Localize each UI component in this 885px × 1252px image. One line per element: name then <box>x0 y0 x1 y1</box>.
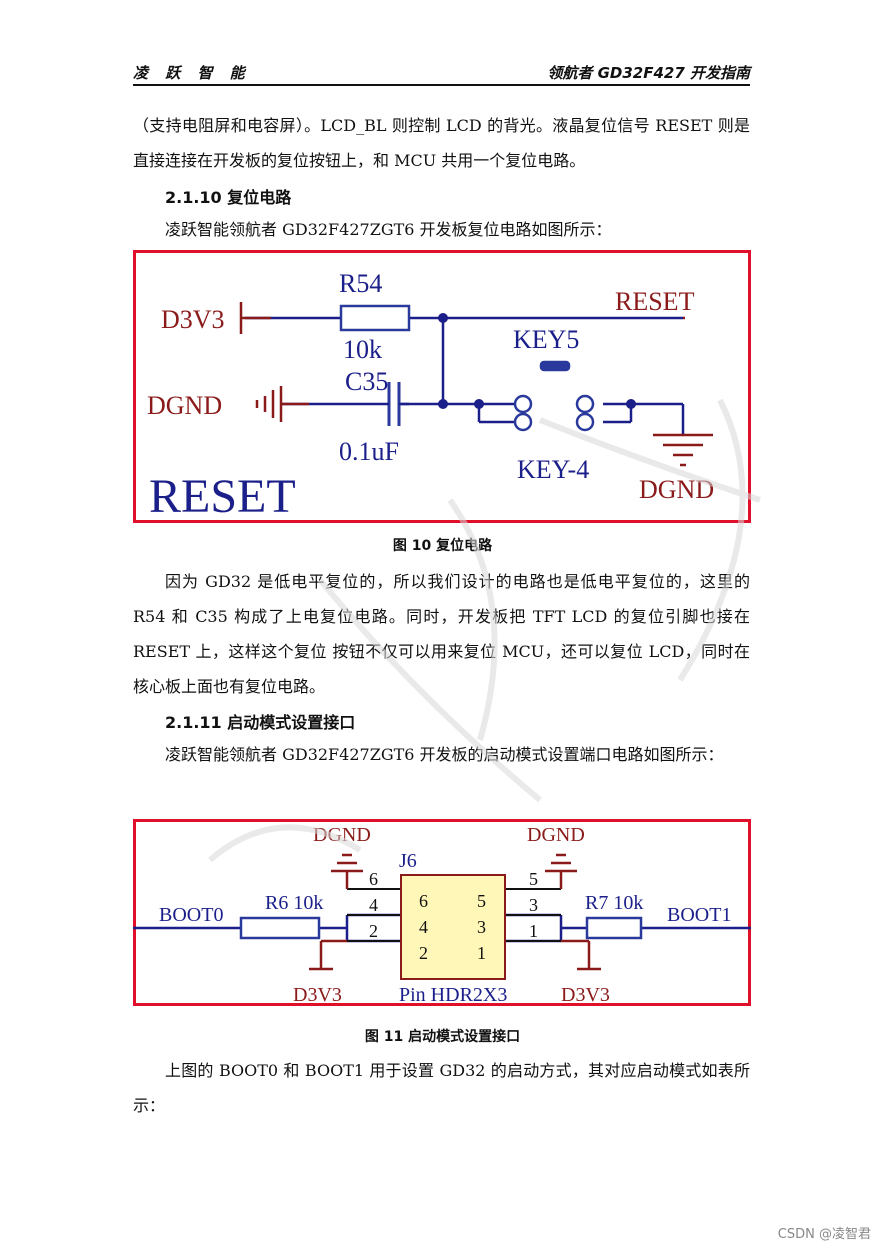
paragraph-reset-explanation: 因为 GD32 是低电平复位的，所以我们设计的电路也是低电平复位的，这里的 R5… <box>133 572 750 696</box>
pin-1-outer: 1 <box>529 921 538 941</box>
page-header: 凌 跃 智 能 领航者 GD32F427 开发指南 <box>133 62 750 86</box>
paragraph-reset-intro: 凌跃智能领航者 GD32F427ZGT6 开发板复位电路如图所示： <box>165 220 612 239</box>
key-part-number: KEY-4 <box>517 455 589 484</box>
dgnd-right-label: DGND <box>527 824 585 846</box>
pin-5-outer: 5 <box>529 869 538 889</box>
paragraph-boot-explanation: 上图的 BOOT0 和 BOOT1 用于设置 GD32 的启动方式，其对应启动模… <box>133 1061 750 1115</box>
c35-designator: C35 <box>345 367 388 396</box>
pin-lines <box>347 888 561 942</box>
csdn-footer: CSDN @凌智君 <box>777 1227 871 1242</box>
figure-10-caption: 图 10 复位电路 <box>392 538 493 554</box>
dgnd-left-label: DGND <box>313 824 371 846</box>
reset-block-title: RESET <box>149 470 296 523</box>
section-heading-boot: 2.1.11 启动模式设置接口 <box>165 713 356 732</box>
pin-6-inner: 6 <box>419 891 428 911</box>
section-heading-reset: 2.1.10 复位电路 <box>165 188 292 207</box>
pin-6-outer: 6 <box>369 869 378 889</box>
reset-circuit-schematic: D3V3 DGND RESET DGND R54 10k C35 0.1uF K… <box>133 250 751 523</box>
paragraph-boot-intro: 凌跃智能领航者 GD32F427ZGT6 开发板的启动模式设置端口电路如图所示： <box>165 745 724 764</box>
boot-mode-schematic: DGND DGND D3V3 D3V3 J6 BOOT0 BOOT1 R6 10… <box>133 819 751 1006</box>
j6-designator: J6 <box>399 850 417 872</box>
d3v3-right-label: D3V3 <box>561 984 610 1006</box>
figure-11-caption: 图 11 启动模式设置接口 <box>364 1029 521 1045</box>
d3v3-net-label: D3V3 <box>161 305 225 334</box>
r54-value: 10k <box>343 335 382 364</box>
r7-resistor <box>585 916 643 940</box>
r7-label: R7 10k <box>585 892 643 914</box>
pin-3-inner: 3 <box>477 917 486 937</box>
r54-designator: R54 <box>339 269 382 298</box>
key5-designator: KEY5 <box>513 325 579 354</box>
pin-3-outer: 3 <box>529 895 538 915</box>
r6-label: R6 10k <box>265 892 323 914</box>
j6-header <box>400 874 506 980</box>
pin-5-inner: 5 <box>477 891 486 911</box>
j6-part-number: Pin HDR2X3 <box>399 984 507 1006</box>
pin-1-inner: 1 <box>477 943 486 963</box>
reset-net-label: RESET <box>615 287 695 316</box>
pin-4-inner: 4 <box>419 917 428 937</box>
header-title: 领航者 GD32F427 开发指南 <box>547 64 750 82</box>
boot0-net-label: BOOT0 <box>159 904 223 926</box>
pin-2-inner: 2 <box>419 943 428 963</box>
pin-4-outer: 4 <box>369 895 378 915</box>
boot1-net-label: BOOT1 <box>667 904 731 926</box>
c35-value: 0.1uF <box>339 437 399 466</box>
paragraph-lcd-reset: （支持电阻屏和电容屏）。LCD_BL 则控制 LCD 的背光。液晶复位信号 RE… <box>133 116 750 170</box>
pin-2-outer: 2 <box>369 921 378 941</box>
dgnd-right-net-label: DGND <box>639 475 714 504</box>
dgnd-left-net-label: DGND <box>147 391 222 420</box>
r6-resistor <box>239 916 321 940</box>
junction-dots <box>438 313 636 409</box>
d3v3-left-label: D3V3 <box>293 984 342 1006</box>
r54-resistor <box>339 304 411 332</box>
header-brand: 凌 跃 智 能 <box>133 64 251 82</box>
